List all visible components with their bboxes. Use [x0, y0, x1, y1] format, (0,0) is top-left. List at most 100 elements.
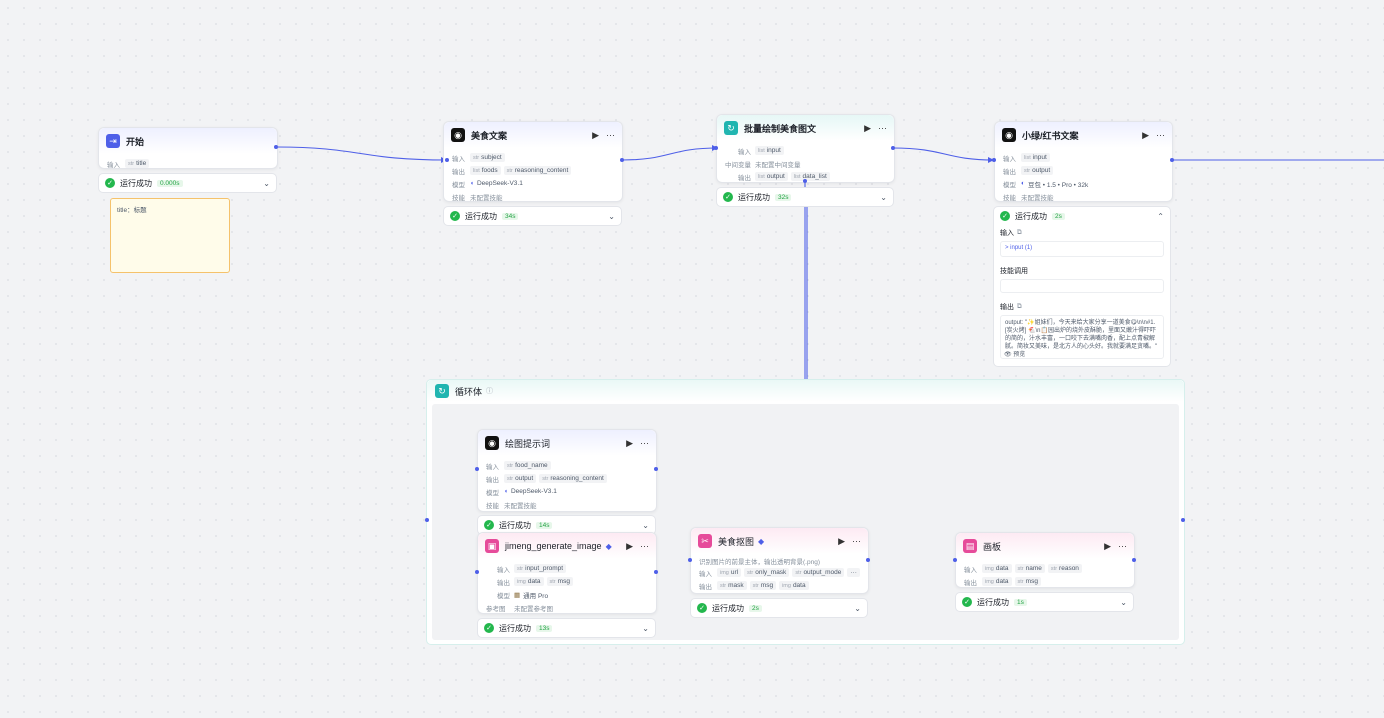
- input-port[interactable]: [714, 146, 718, 150]
- status-canvas[interactable]: ✓ 运行成功 1s ⌄: [955, 592, 1134, 612]
- chevron-down-icon[interactable]: ⌄: [854, 603, 861, 613]
- chevron-down-icon[interactable]: ⌄: [263, 178, 270, 188]
- row-label: 输入: [738, 148, 751, 156]
- input-port[interactable]: [688, 558, 692, 562]
- status-food-copy[interactable]: ✓ 运行成功 34s ⌄: [443, 206, 622, 226]
- check-icon: ✓: [484, 623, 494, 633]
- output-port[interactable]: [620, 158, 624, 162]
- input-port[interactable]: [445, 158, 449, 162]
- chevron-down-icon[interactable]: ⌄: [608, 211, 615, 221]
- more-chip[interactable]: ···: [847, 568, 860, 577]
- edge-start-foodcopy: [276, 146, 448, 161]
- more-icon[interactable]: ···: [640, 438, 649, 448]
- loop-output-port[interactable]: [1181, 518, 1185, 522]
- input-port[interactable]: [953, 558, 957, 562]
- preview-link[interactable]: 👁 预览: [1004, 352, 1026, 358]
- node-header: ◉ 小绿/红书文案 ▶ ···: [995, 122, 1172, 148]
- panel-input-box[interactable]: > input (1): [1000, 241, 1164, 257]
- more-icon[interactable]: ···: [878, 123, 887, 133]
- panel-status[interactable]: ✓ 运行成功 2s ⌃: [994, 207, 1170, 225]
- output-port[interactable]: [654, 467, 658, 471]
- row-label: 技能: [452, 194, 465, 202]
- image-gen-icon: ▣: [485, 539, 499, 553]
- copy-icon[interactable]: ⧉: [1017, 229, 1022, 236]
- more-icon[interactable]: ···: [852, 536, 861, 546]
- status-batch[interactable]: ✓ 运行成功 32s ⌄: [716, 187, 894, 207]
- edge-foodcopy-batch: [621, 147, 719, 161]
- loop-port[interactable]: [803, 179, 807, 183]
- info-icon[interactable]: ⓘ: [486, 388, 494, 395]
- chevron-down-icon[interactable]: ⌄: [642, 520, 649, 530]
- model-name: 豆包 • 1.5 • Pro • 32k: [1027, 181, 1089, 189]
- model-name: DeepSeek-V3.1: [510, 488, 557, 495]
- play-icon[interactable]: ▶: [864, 122, 871, 133]
- output-port[interactable]: [891, 146, 895, 150]
- check-icon: ✓: [1000, 211, 1010, 221]
- panel-input-label: 输入: [1000, 230, 1014, 237]
- status-jimeng[interactable]: ✓ 运行成功 13s ⌄: [477, 618, 656, 638]
- more-icon[interactable]: ···: [1118, 541, 1127, 551]
- node-title: 美食抠图: [718, 536, 755, 547]
- check-icon: ✓: [723, 192, 733, 202]
- play-icon[interactable]: ▶: [626, 437, 633, 448]
- output-port[interactable]: [1132, 558, 1136, 562]
- loop-input-port[interactable]: [425, 518, 429, 522]
- chevron-down-icon[interactable]: ⌄: [642, 623, 649, 633]
- play-icon[interactable]: ▶: [1104, 540, 1111, 551]
- output-port[interactable]: [1170, 158, 1174, 162]
- play-icon[interactable]: ▶: [626, 540, 633, 551]
- input-port[interactable]: [475, 570, 479, 574]
- node-cutout[interactable]: ✂ 美食抠图 ◆ ▶ ··· 识别图片的前景主体，输出透明背景(.png) 输入…: [690, 527, 869, 594]
- xhs-result-panel[interactable]: ✓ 运行成功 2s ⌃ 输入⧉ > input (1) 技能调用 输出⧉ out…: [993, 206, 1171, 367]
- input-port[interactable]: [992, 158, 996, 162]
- node-title: 小绿/红书文案: [1022, 130, 1079, 141]
- panel-output-label: 输出: [1000, 304, 1014, 311]
- copy-icon[interactable]: ⧉: [1017, 303, 1022, 310]
- more-icon[interactable]: ···: [606, 130, 615, 140]
- row-label: 参考图: [486, 605, 506, 613]
- panel-output-box[interactable]: output: "✨姐妹们，今天来给大家分享一道美食😋\n\n#1.[炭火烤] …: [1000, 315, 1164, 359]
- node-header: ▣ jimeng_generate_image ◆ ▶ ···: [478, 533, 656, 559]
- status-cutout[interactable]: ✓ 运行成功 2s ⌄: [690, 598, 868, 618]
- chevron-down-icon[interactable]: ⌄: [880, 192, 887, 202]
- input-value[interactable]: > input (1): [1005, 245, 1033, 251]
- play-icon[interactable]: ▶: [592, 129, 599, 140]
- row-label: 模型: [497, 592, 510, 600]
- row-label: 输出: [1003, 168, 1016, 176]
- play-icon[interactable]: ▶: [1142, 129, 1149, 140]
- more-icon[interactable]: ···: [640, 541, 649, 551]
- output-port[interactable]: [654, 570, 658, 574]
- more-icon[interactable]: ···: [1156, 130, 1165, 140]
- input-port[interactable]: [475, 467, 479, 471]
- chevron-up-icon[interactable]: ⌃: [1157, 211, 1164, 221]
- status-label: 运行成功: [499, 623, 531, 633]
- status-label: 运行成功: [738, 192, 770, 202]
- deepseek-icon: ◖: [504, 488, 508, 495]
- output-port[interactable]: [866, 558, 870, 562]
- play-icon[interactable]: ▶: [838, 535, 845, 546]
- panel-skill-label: 技能调用: [1000, 268, 1028, 275]
- row-label: 技能: [1003, 194, 1016, 202]
- note-card[interactable]: title：标题: [110, 198, 230, 273]
- chevron-down-icon[interactable]: ⌄: [1120, 597, 1127, 607]
- status-start[interactable]: ✓ 运行成功 0.000s ⌄: [98, 173, 277, 193]
- output-port[interactable]: [274, 145, 278, 149]
- check-icon: ✓: [450, 211, 460, 221]
